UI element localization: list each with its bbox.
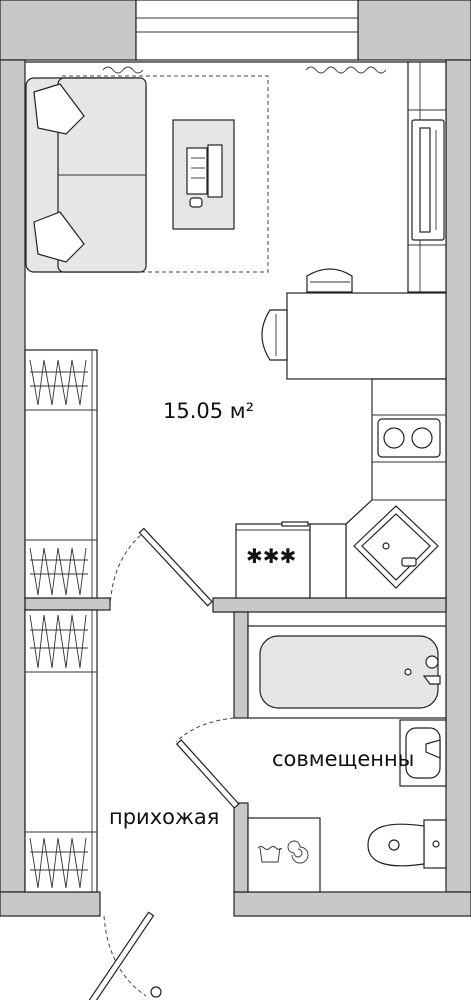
wall-hall-stub <box>24 597 111 611</box>
door-bathroom <box>175 717 240 809</box>
stove-icon: ✱✱✱ <box>235 521 311 599</box>
wall-top-left <box>0 0 137 61</box>
wardrobe <box>24 349 98 599</box>
wall-bottom-left <box>0 891 101 917</box>
window-top <box>135 0 359 61</box>
wall-bathroom-top <box>212 597 447 613</box>
room-label-bathroom: совмещенны <box>272 747 414 771</box>
sofa-icon <box>25 77 147 273</box>
washing-machine-icon <box>247 817 321 893</box>
dining-table <box>286 292 447 380</box>
cooktop-icon <box>377 418 441 458</box>
wall-top-right <box>357 0 471 61</box>
curtain-right <box>305 66 387 74</box>
wall-bottom-right <box>233 891 471 917</box>
room-label-hallway: прихожая <box>109 805 219 829</box>
door-entrance <box>88 911 162 1000</box>
wall-left <box>0 59 26 893</box>
chair-icon <box>261 268 353 361</box>
wall-bathroom-left-upper <box>233 611 249 719</box>
wall-right <box>445 59 471 893</box>
rug <box>61 75 269 273</box>
bathroom-sink-icon <box>399 719 447 787</box>
area-label: 15.05 м² <box>163 399 254 423</box>
wardrobe-hall <box>24 609 98 893</box>
laptop-icon <box>172 119 235 230</box>
curtain-left <box>102 66 144 74</box>
sink-icon <box>353 505 439 589</box>
toilet-icon <box>367 819 447 869</box>
kitchen-cabinet <box>309 523 347 599</box>
walls <box>0 0 471 917</box>
bathtub-icon <box>247 625 447 719</box>
wall-bathroom-left-lower <box>233 802 249 893</box>
tv-icon <box>411 119 445 241</box>
stove-burners-glyph: ✱✱✱ <box>246 544 296 568</box>
door-room <box>109 527 213 609</box>
